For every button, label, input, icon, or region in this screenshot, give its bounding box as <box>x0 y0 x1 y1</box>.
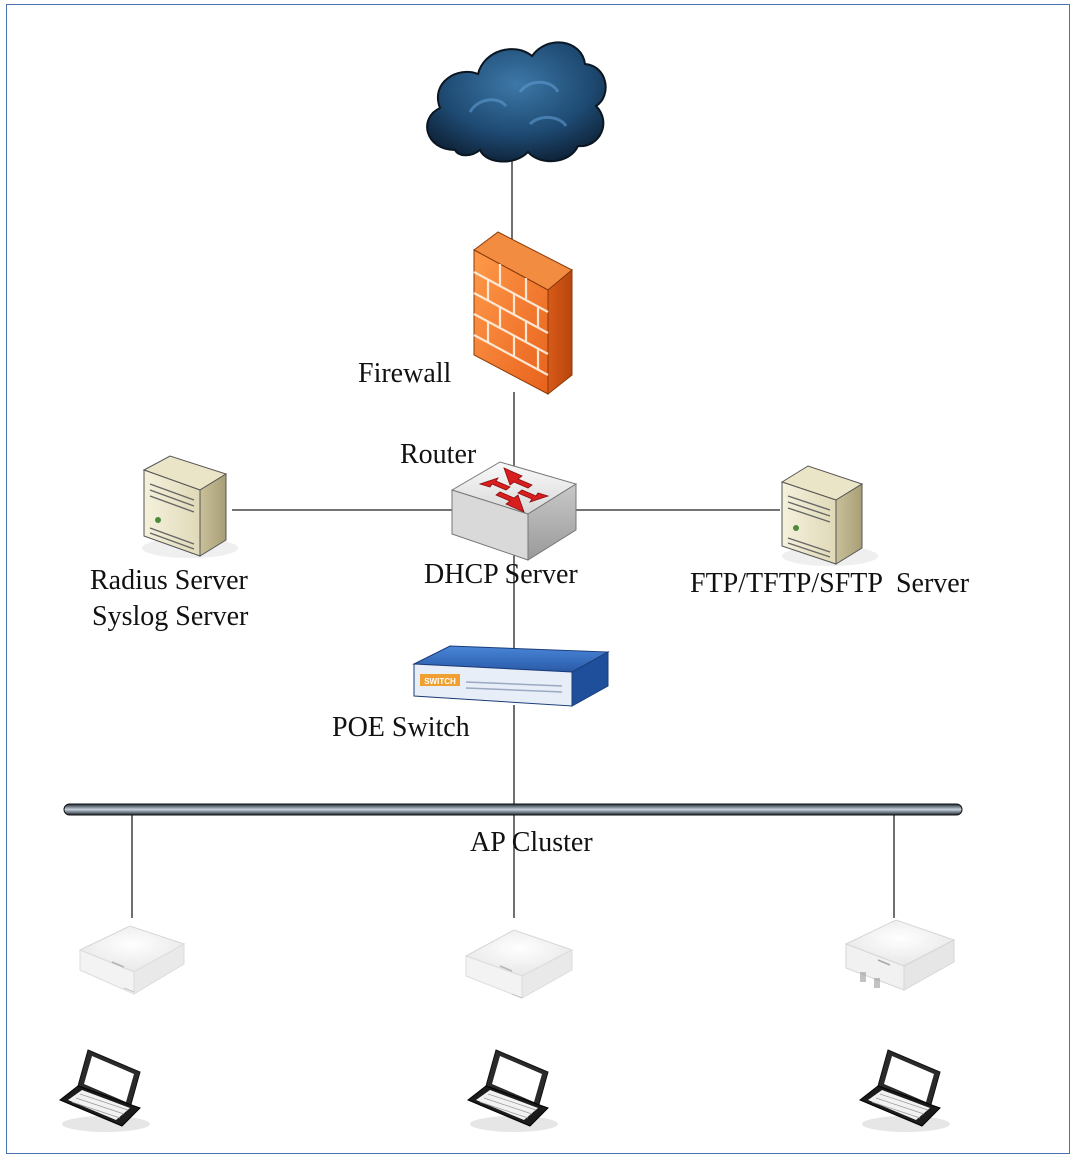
dhcp-server-label: DHCP Server <box>424 559 578 590</box>
server-icon-left <box>142 455 238 558</box>
radius-server-label: Radius Server <box>90 565 248 596</box>
syslog-server-label: Syslog Server <box>92 601 249 632</box>
router-arrows <box>478 467 550 513</box>
laptop-icon-right <box>859 1049 950 1132</box>
access-point-icon-left <box>78 925 186 995</box>
diagram-frame <box>6 4 1070 1154</box>
access-point-icon-center <box>464 929 574 999</box>
cloud-icon <box>426 41 607 163</box>
laptop-icon-center <box>467 1049 558 1132</box>
firewall-icon <box>473 231 573 396</box>
poe-switch-icon: SWITCH <box>412 645 610 707</box>
switch-badge: SWITCH <box>424 677 456 686</box>
router-label: Router <box>400 439 477 470</box>
ftp-server-label: FTP/TFTP/SFTP Server <box>690 568 970 599</box>
poe-switch-label: POE Switch <box>332 712 470 743</box>
router-icon <box>450 461 578 561</box>
server-icon-right <box>780 465 878 566</box>
access-point-icon-right <box>844 919 956 991</box>
firewall-label: Firewall <box>358 358 452 389</box>
ap-cluster-bus <box>63 803 963 816</box>
ap-cluster-label: AP Cluster <box>470 827 593 858</box>
laptop-icon-left <box>59 1049 150 1132</box>
